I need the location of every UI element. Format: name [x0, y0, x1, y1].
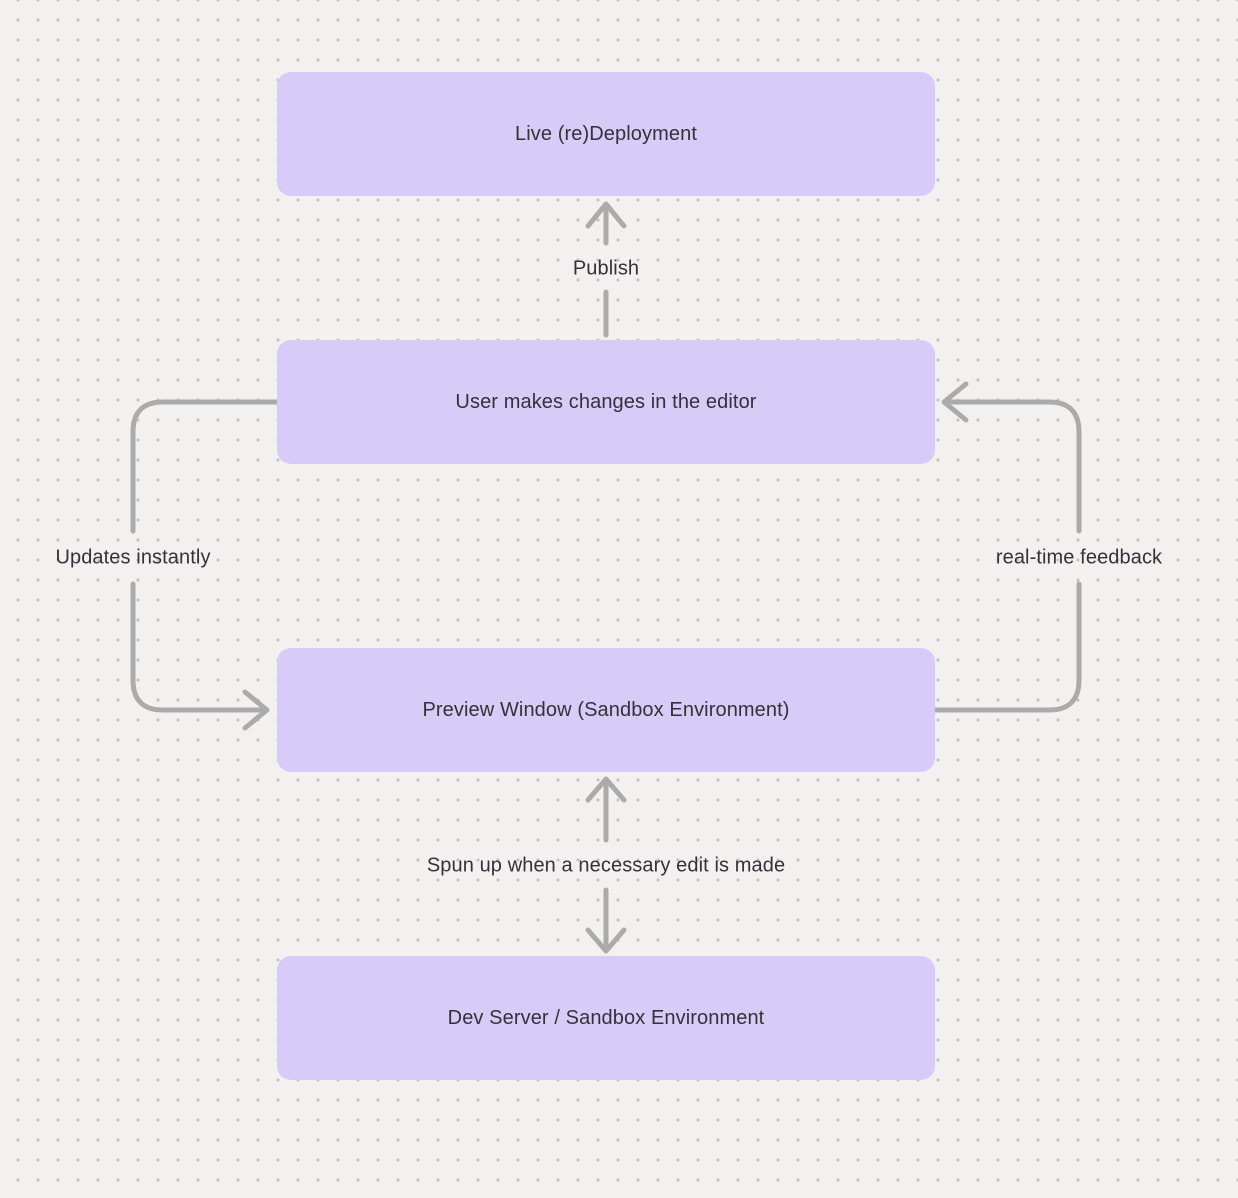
node-label: Dev Server / Sandbox Environment — [447, 1006, 765, 1029]
edge-label-spun-up: Spun up when a necessary edit is made — [426, 854, 786, 877]
arrowhead-up-icon — [585, 201, 627, 229]
edge-label-publish: Publish — [572, 257, 640, 280]
node-label: User makes changes in the editor — [455, 390, 757, 413]
arrow-spun-up — [585, 776, 627, 954]
arrowhead-down-icon — [585, 927, 627, 954]
edge-label-updates-instantly: Updates instantly — [55, 546, 211, 569]
node-label: Preview Window (Sandbox Environment) — [422, 698, 790, 721]
arrowhead-left-icon — [941, 381, 969, 423]
arrowhead-right-icon — [242, 689, 270, 731]
arrowhead-up-icon — [585, 776, 627, 803]
arrow-updates-instantly — [130, 399, 280, 731]
arrow-realtime-feedback — [932, 381, 1082, 713]
node-label: Live (re)Deployment — [515, 122, 697, 145]
node-user-makes-changes: User makes changes in the editor — [277, 340, 935, 464]
arrow-publish — [585, 201, 627, 338]
node-preview-window: Preview Window (Sandbox Environment) — [277, 648, 935, 772]
node-live-redeployment: Live (re)Deployment — [277, 72, 935, 196]
node-dev-server: Dev Server / Sandbox Environment — [277, 956, 935, 1080]
edge-label-realtime-feedback: real-time feedback — [995, 546, 1163, 569]
